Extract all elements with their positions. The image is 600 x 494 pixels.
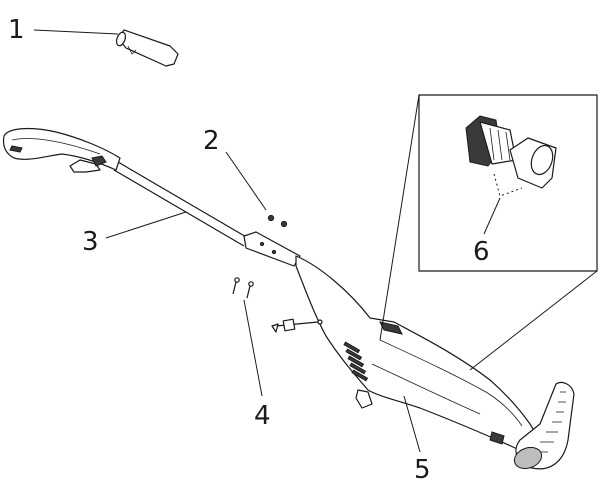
charger-plug xyxy=(271,318,323,333)
callout-leader-3 xyxy=(105,211,187,239)
callout-number-5: 5 xyxy=(414,455,431,485)
callout-number-4: 4 xyxy=(254,401,271,431)
callout-leader-6 xyxy=(483,197,501,235)
callout-leader-2 xyxy=(225,151,267,211)
callout-number-6: 6 xyxy=(473,237,490,267)
handle-tube xyxy=(2,127,301,267)
detail-pointer-bottom xyxy=(469,270,598,371)
callout-leader-4 xyxy=(243,299,263,397)
callout-leader-5 xyxy=(403,395,421,453)
filter-assembly xyxy=(465,115,557,189)
callout-leader-1 xyxy=(33,29,119,35)
vent-grille xyxy=(343,341,369,382)
screws xyxy=(232,277,254,299)
nuts xyxy=(267,214,288,228)
callout-number-1: 1 xyxy=(8,15,25,45)
vacuum-body xyxy=(295,255,575,470)
crevice-tool xyxy=(115,29,179,67)
detail-pointer-top xyxy=(379,94,420,341)
callout-number-3: 3 xyxy=(82,227,99,257)
filter-detail-box xyxy=(418,94,598,272)
callout-number-2: 2 xyxy=(203,126,220,156)
